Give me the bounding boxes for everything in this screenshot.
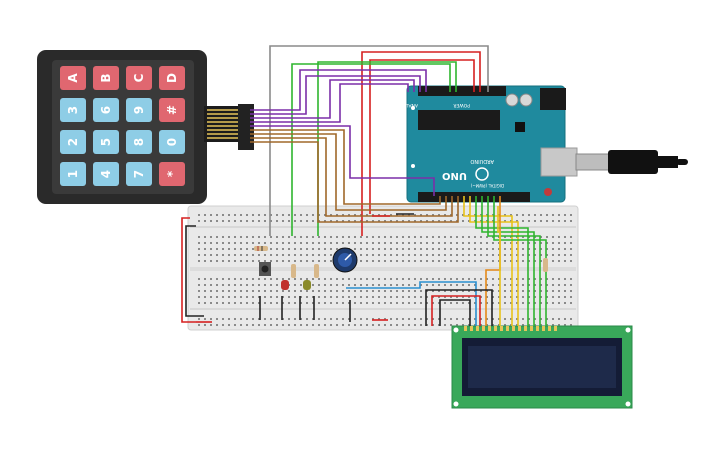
usb-cable xyxy=(575,150,688,174)
uno-label: UNO xyxy=(442,170,467,181)
lcd-screen xyxy=(468,346,616,388)
keypad-key-label: B xyxy=(99,73,113,82)
keypad-key: C xyxy=(126,66,152,90)
keypad-key-label: 0 xyxy=(165,138,179,146)
keypad-ribbon xyxy=(207,109,240,139)
capacitor-1 xyxy=(505,93,519,107)
keypad-key: 4 xyxy=(93,162,119,186)
power-jack xyxy=(540,88,566,110)
wire-brown xyxy=(250,141,459,223)
arduino-header-bottom xyxy=(418,192,530,202)
wire-gray xyxy=(269,45,489,236)
wire-black xyxy=(185,225,204,317)
keypad-key: 7 xyxy=(126,162,152,186)
keypad: A B C D 3 6 9 #2 5 8 0 1 4 7 * xyxy=(37,50,254,204)
keypad-key-label: 4 xyxy=(99,170,113,178)
keypad-key: # xyxy=(159,98,185,122)
keypad-key-label: 5 xyxy=(99,138,113,146)
arduino-regulator xyxy=(515,122,525,132)
keypad-key-label: 1 xyxy=(66,170,80,178)
led-yellow xyxy=(303,280,311,290)
wire-black xyxy=(439,299,471,326)
resistor xyxy=(291,258,548,278)
wire-green xyxy=(475,196,529,326)
keypad-key: 1 xyxy=(60,162,86,186)
potentiometer xyxy=(332,247,358,273)
keypad-key: D xyxy=(159,66,185,90)
arduino-header-top xyxy=(418,86,506,96)
keypad-key-label: 8 xyxy=(132,138,146,146)
wire-purple xyxy=(250,69,427,111)
lcd-display xyxy=(451,325,633,409)
wires xyxy=(181,45,547,326)
keypad-key-label: D xyxy=(165,73,179,83)
keypad-key-label: 9 xyxy=(132,106,146,114)
lcd-pins xyxy=(464,326,557,331)
keypad-key: * xyxy=(159,162,185,186)
wire-purple xyxy=(250,79,415,119)
keypad-key: 5 xyxy=(93,130,119,154)
mount-hole xyxy=(411,106,415,110)
keypad-key: 6 xyxy=(93,98,119,122)
wire-green xyxy=(291,63,451,236)
arduino-uno: ANALOG IN POWER UNO ARDUINO DIGITAL (PWM… xyxy=(393,85,578,203)
keypad-key: 9 xyxy=(126,98,152,122)
keypad-keys: A B C D 3 6 9 #2 5 8 0 1 4 7 * xyxy=(60,66,185,186)
analog-label: ANALOG IN xyxy=(393,102,418,108)
breadboard xyxy=(187,205,579,331)
atmega-chip xyxy=(418,110,500,130)
wire-green xyxy=(481,196,535,326)
keypad-key-label: * xyxy=(165,170,179,177)
keypad-key-label: 2 xyxy=(66,138,80,146)
breadboard-holes xyxy=(198,214,572,326)
wire-red xyxy=(369,59,475,214)
wire-purple xyxy=(250,125,435,196)
keypad-ribbon-connector xyxy=(204,106,240,142)
keypad-key-label: 7 xyxy=(132,170,146,178)
keypad-key-label: C xyxy=(132,73,146,82)
wire-brown xyxy=(250,137,453,217)
wire-red xyxy=(361,51,481,236)
led-red xyxy=(281,280,289,290)
keypad-key: 8 xyxy=(126,130,152,154)
usb-port xyxy=(540,147,578,177)
arduino-logo-icon xyxy=(475,167,489,181)
wire-brown xyxy=(250,129,441,205)
mount-hole xyxy=(411,164,415,168)
keypad-key: 2 xyxy=(60,130,86,154)
wire-purple xyxy=(250,83,409,123)
keypad-key: 3 xyxy=(60,98,86,122)
power-label: POWER xyxy=(453,102,470,108)
keypad-key: 0 xyxy=(159,130,185,154)
wire-red xyxy=(431,295,481,326)
keypad-key-label: 6 xyxy=(99,106,113,114)
reset-button xyxy=(544,188,552,196)
wire-red xyxy=(181,217,196,323)
keypad-key: B xyxy=(93,66,119,90)
wire-black xyxy=(425,289,493,326)
keypad-header xyxy=(238,104,254,150)
resistor xyxy=(254,246,268,251)
wire-purple xyxy=(250,75,421,115)
wire-green xyxy=(487,196,541,326)
keypad-key-label: A xyxy=(66,73,80,83)
keypad-key-label: 3 xyxy=(66,106,80,114)
keypad-key: A xyxy=(60,66,86,90)
brand-label: ARDUINO xyxy=(470,158,494,164)
capacitor-2 xyxy=(519,93,533,107)
wire-green xyxy=(493,196,547,326)
digital-label: DIGITAL (PWM~) xyxy=(470,183,504,188)
wire-brown xyxy=(250,133,447,211)
keypad-key-label: # xyxy=(165,105,179,115)
wire-yellow xyxy=(497,206,501,326)
push-button xyxy=(259,262,271,276)
